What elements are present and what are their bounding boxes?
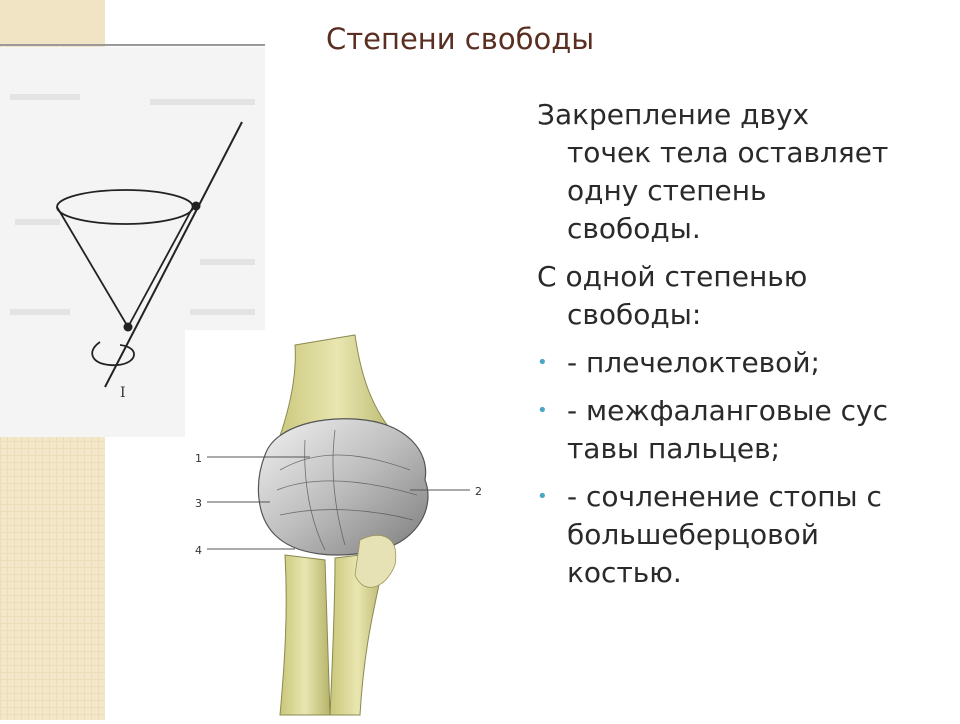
figure-label-1: 1 (195, 452, 202, 465)
figure-label-4: 4 (195, 544, 202, 557)
title-rule (0, 44, 265, 46)
radius-bone (279, 554, 331, 716)
paragraph-line: Закрепление двух (537, 98, 810, 131)
bullet-line: костью. (567, 556, 682, 589)
paragraph-line: точек тела оставляет (567, 136, 889, 169)
figure-label-2: 2 (475, 485, 482, 498)
joint-capsule (257, 418, 429, 556)
bullet-line: - сочленение стопы с (567, 480, 882, 513)
fixed-point-lower (123, 322, 133, 332)
slide-title: Степени свободы (326, 22, 595, 56)
bullet-line: большеберцовой (567, 518, 819, 551)
paragraph-line: свободы. (567, 212, 701, 245)
elbow-joint-illustration: 1 2 3 4 (195, 334, 482, 716)
bullet-line: - плечелоктевой; (567, 346, 820, 379)
paragraph-fixation: Закрепление двух точек тела оставляет од… (537, 96, 947, 248)
elbow-joint-figure: 1 2 3 4 (185, 330, 505, 720)
bullet-item-humeroulnar: • - плечелоктевой; (537, 344, 947, 382)
rotation-arrow (91, 341, 135, 366)
decorative-top-band (0, 0, 105, 44)
bullet-dot-icon: • (537, 486, 548, 507)
paragraph-line: свободы: (567, 298, 702, 331)
bullet-item-interphalangeal: • - межфаланговые сус тавы пальцев; (537, 392, 947, 468)
paragraph-line: С одной степенью (537, 260, 808, 293)
cone-side-left (56, 206, 129, 328)
bullet-dot-icon: • (537, 400, 548, 421)
bullet-item-ankle: • - сочленение стопы с большеберцовой ко… (537, 478, 947, 592)
bone-spongy-area (354, 534, 397, 588)
paragraph-line: одну степень (567, 174, 767, 207)
bullet-line: тавы пальцев; (567, 432, 781, 465)
bullet-line: - межфаланговые сус (567, 394, 888, 427)
figure-label-3: 3 (195, 497, 202, 510)
slide-body: Закрепление двух точек тела оставляет од… (537, 96, 947, 602)
cone-figure-label: I (120, 385, 126, 401)
fixed-point-upper (191, 201, 201, 211)
rotation-axis (104, 121, 243, 388)
paragraph-one-degree: С одной степенью свободы: (537, 258, 947, 334)
cone-side-right (127, 206, 194, 328)
bullet-dot-icon: • (537, 352, 548, 373)
